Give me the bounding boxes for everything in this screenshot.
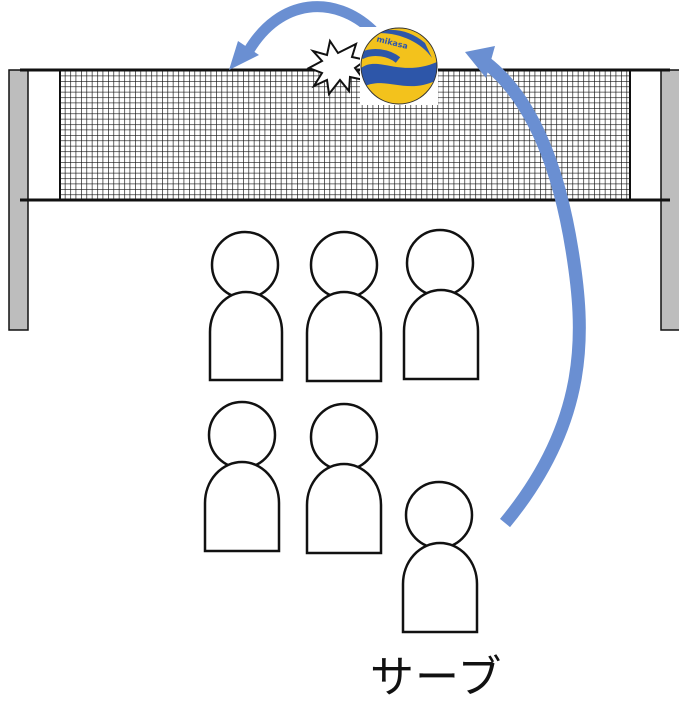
serve-caption: サーブ <box>370 652 550 704</box>
player-1 <box>210 232 282 380</box>
player-4 <box>205 402 279 551</box>
player-3 <box>404 230 478 379</box>
player-2 <box>307 232 381 381</box>
player-5 <box>307 404 381 553</box>
player-6-server <box>403 482 477 632</box>
volleyball-icon: mikasa <box>360 27 438 105</box>
net <box>20 70 670 200</box>
